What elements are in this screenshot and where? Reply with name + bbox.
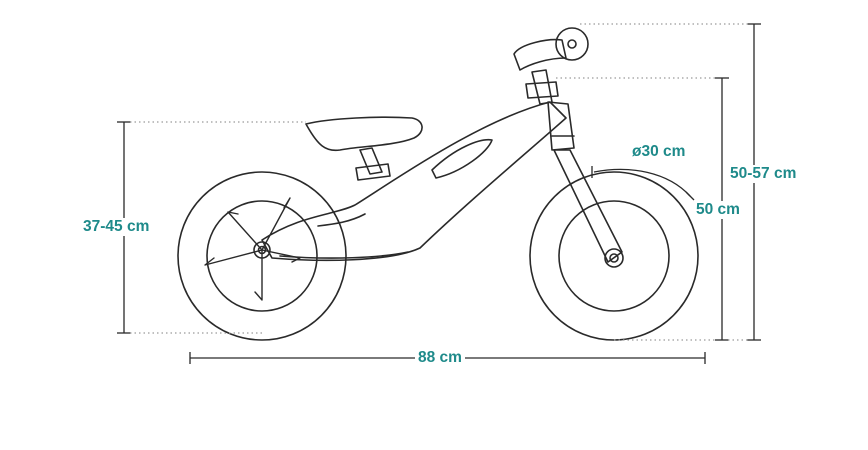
- handlebar-height-label: 50-57 cm: [727, 165, 800, 183]
- frame-height-label: 50 cm: [693, 201, 743, 219]
- seat-height-label: 37-45 cm: [80, 218, 153, 236]
- rear-wheel: [177, 171, 347, 341]
- wheel-diameter-label: ø30 cm: [629, 143, 689, 161]
- front-fork: [547, 101, 623, 263]
- bike-frame: [261, 101, 567, 262]
- wheel-diameter-dimension: [591, 166, 695, 201]
- seat: [305, 116, 423, 181]
- length-label: 88 cm: [415, 349, 465, 367]
- handlebar: [513, 27, 589, 105]
- front-wheel: [529, 171, 699, 341]
